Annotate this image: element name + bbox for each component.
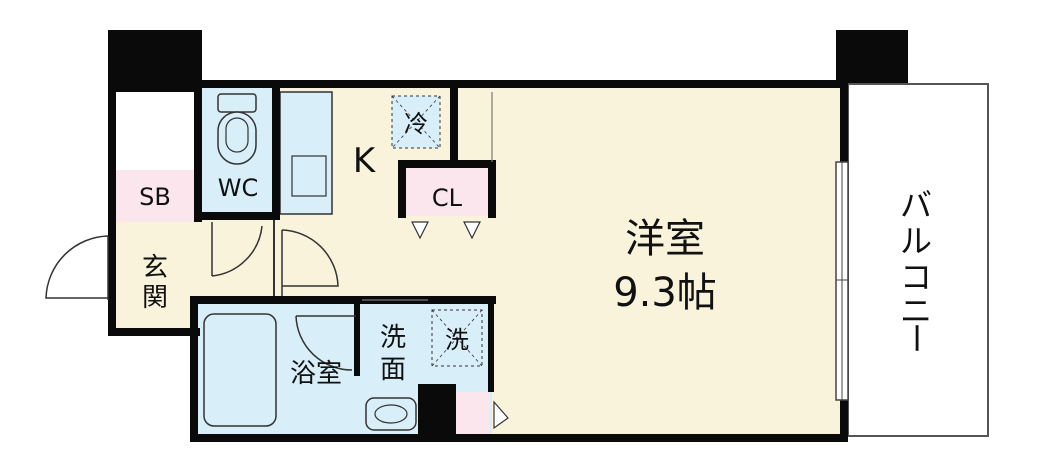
bath-door	[295, 315, 356, 371]
entrance-floor	[108, 222, 202, 330]
balcony-label-1: バ	[900, 186, 932, 224]
hall-door	[281, 229, 339, 296]
wall-bottom	[190, 434, 848, 442]
entrance-door	[45, 235, 109, 300]
washroom-label-1: 洗	[380, 323, 406, 353]
cl-area	[404, 168, 492, 216]
wall-cl-top	[398, 160, 496, 168]
kitchen-label: K	[353, 141, 377, 181]
wall-cl-right	[488, 160, 496, 218]
balcony	[847, 83, 989, 437]
wall-fridge-right	[450, 84, 458, 164]
toilet-icon	[217, 93, 257, 165]
bathtub	[203, 313, 277, 427]
balcony-label-5-group: ー	[897, 322, 935, 354]
wall-bath-top	[192, 296, 496, 304]
cabinet-door-mark	[493, 400, 509, 430]
washer-space-label: 洗	[445, 326, 469, 354]
wall-wc-kitchen	[272, 84, 280, 220]
wall-top	[202, 80, 848, 88]
sb-area	[108, 170, 202, 222]
fridge-space	[391, 95, 441, 149]
wall-left-column-lower	[194, 84, 202, 222]
fridge-space-label: 冷	[404, 110, 428, 138]
storage-box-label: SB	[139, 183, 171, 211]
entrance-label-1: 玄	[142, 253, 168, 283]
toilet-label: WC	[218, 174, 259, 202]
wall-entrance-bottom	[108, 328, 200, 336]
closet-label: CL	[432, 184, 463, 212]
wall-black-block	[418, 384, 456, 436]
wash-basin-icon	[365, 397, 417, 431]
kitchen-sink-icon	[291, 155, 327, 197]
western-room-name: 洋室	[625, 216, 705, 262]
washroom-label-2: 面	[380, 355, 406, 385]
bathroom-label: 浴室	[290, 359, 342, 389]
wall-left-upper	[108, 84, 116, 334]
balcony-label-4: ニ	[900, 292, 932, 330]
cl-door-marks	[411, 221, 481, 240]
balcony-label-5: ー	[897, 322, 935, 354]
balcony-label-3: コ	[900, 258, 932, 296]
wall-cl-left	[398, 164, 406, 218]
wall-bath-left	[190, 296, 198, 440]
pink-cabinet	[456, 392, 490, 436]
balcony-label-2: ル	[900, 222, 932, 260]
wall-washroom-right	[488, 296, 494, 392]
wall-wc-bottom	[196, 212, 276, 220]
wc-door	[211, 222, 263, 277]
wall-bath-washroom	[354, 296, 360, 376]
entrance-label-2: 関	[142, 283, 168, 313]
column-left	[108, 30, 202, 92]
western-room-size: 9.3帖	[613, 270, 717, 316]
